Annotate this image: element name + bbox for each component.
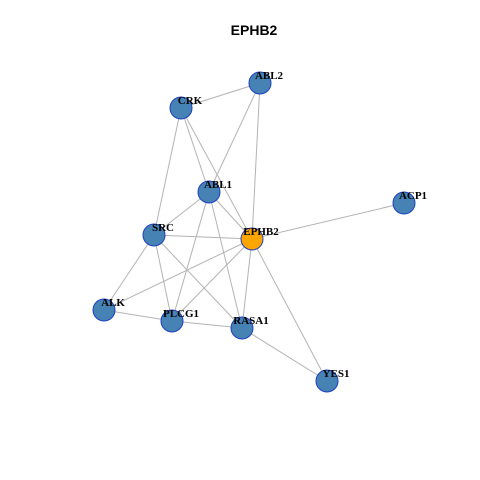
edge-abl1-plcg1 (171, 191, 210, 322)
nodes-layer (92, 71, 416, 393)
edge-ephb2-plcg1 (171, 238, 253, 322)
node-label-alk: ALK (101, 297, 125, 309)
node-label-crk: CRK (178, 95, 203, 107)
node-src (142, 223, 166, 247)
edge-abl2-crk (180, 82, 261, 109)
node-plcg1 (160, 309, 184, 333)
node-yes1 (315, 369, 339, 393)
edge-src-ephb2 (153, 234, 253, 240)
edge-ephb2-rasa1 (241, 238, 253, 329)
edge-abl2-ephb2 (251, 82, 261, 240)
edge-ephb2-yes1 (251, 238, 328, 382)
node-label-abl2: ABL2 (255, 70, 284, 82)
edges-layer (103, 82, 405, 382)
node-abl1 (197, 180, 221, 204)
node-ephb2 (240, 227, 264, 251)
node-label-acp1: ACP1 (399, 190, 427, 202)
edge-plcg1-rasa1 (171, 320, 243, 329)
edge-abl1-src (153, 191, 210, 236)
edge-rasa1-yes1 (241, 327, 328, 382)
edge-crk-ephb2 (180, 107, 253, 240)
node-label-yes1: YES1 (323, 368, 350, 380)
node-label-plcg1: PLCG1 (163, 308, 199, 320)
edge-abl2-abl1 (208, 82, 261, 193)
edge-acp1-ephb2 (251, 202, 405, 240)
node-label-ephb2: EPHB2 (243, 226, 279, 238)
node-acp1 (392, 191, 416, 215)
edge-ephb2-alk (103, 238, 253, 311)
node-crk (169, 96, 193, 120)
edge-abl1-rasa1 (208, 191, 243, 329)
edge-src-rasa1 (153, 234, 243, 329)
graph-title: EPHB2 (231, 22, 278, 38)
edge-src-alk (103, 234, 155, 311)
node-label-src: SRC (152, 222, 174, 234)
edge-crk-src (153, 107, 182, 236)
edge-src-plcg1 (153, 234, 173, 322)
node-abl2 (248, 71, 272, 95)
edge-crk-abl1 (180, 107, 210, 193)
node-alk (92, 298, 116, 322)
node-label-rasa1: RASA1 (233, 315, 268, 327)
node-label-abl1: ABL1 (204, 179, 232, 191)
node-rasa1 (230, 316, 254, 340)
